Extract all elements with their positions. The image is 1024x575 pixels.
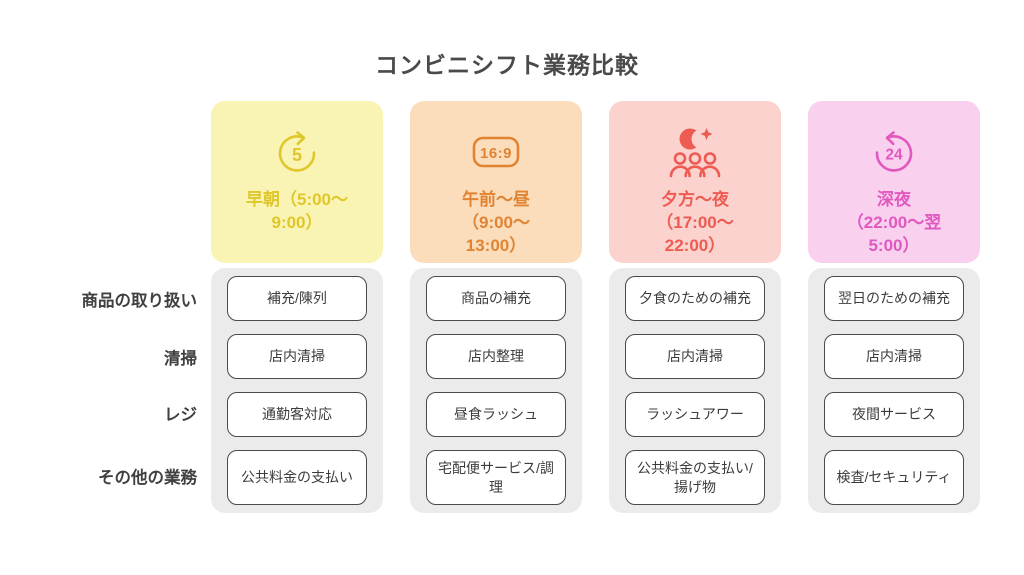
digital-clock-icon: 16:9 (468, 127, 524, 177)
row-label-other-tasks: その他の業務 (98, 469, 197, 487)
task-cell: 店内清掃 (824, 334, 964, 379)
task-cell: 補充/陳列 (227, 276, 367, 321)
column-title-line: （9:00〜 (461, 213, 531, 232)
page-title: コンビニシフト業務比較 (375, 52, 639, 78)
svg-text:24: 24 (885, 147, 903, 164)
column-body: 夕食のための補充 店内清掃 ラッシュアワー 公共料金の支払い/揚げ物 (609, 268, 781, 513)
row-label-register: レジ (164, 406, 197, 424)
column-header-morning-noon: 16:9 午前〜昼 （9:00〜 13:00） (410, 101, 582, 263)
column-header-evening-night: 夕方〜夜 （17:00〜 22:00） (609, 101, 781, 263)
task-cell: ラッシュアワー (625, 392, 765, 437)
task-cell: 公共料金の支払い (227, 450, 367, 505)
column-title-line: 13:00） (465, 236, 527, 255)
column-body: 補充/陳列 店内清掃 通勤客対応 公共料金の支払い (211, 268, 383, 513)
task-cell: 宅配便サービス/調理 (426, 450, 566, 505)
task-cell: 翌日のための補充 (824, 276, 964, 321)
task-cell: 昼食ラッシュ (426, 392, 566, 437)
svg-text:16:9: 16:9 (480, 145, 512, 162)
task-cell: 店内清掃 (227, 334, 367, 379)
24-hours-icon: 24 (870, 127, 918, 177)
column-title-line: 9:00） (271, 213, 323, 232)
row-label-cleaning: 清掃 (164, 349, 197, 368)
svg-text:5: 5 (292, 145, 302, 165)
task-cell: 店内整理 (426, 334, 566, 379)
task-cell: 店内清掃 (625, 334, 765, 379)
task-cell: 商品の補充 (426, 276, 566, 321)
column-title-line: 午前〜昼 (462, 190, 530, 209)
column-title-line: 夕方〜夜 (660, 190, 729, 209)
column-body: 翌日のための補充 店内清掃 夜間サービス 検査/セキュリティ (808, 268, 980, 513)
column-early-morning: 5 早朝（5:00〜 9:00） 補充/陳列 店内清掃 通勤客対応 公共料金の支… (211, 101, 383, 513)
rotation-clock-5-icon: 5 (273, 127, 321, 177)
column-title-line: 5:00） (868, 236, 920, 255)
task-cell: 公共料金の支払い/揚げ物 (625, 450, 765, 505)
column-title: 早朝（5:00〜 9:00） (246, 188, 348, 234)
column-header-late-night: 24 深夜 （22:00〜翌 5:00） (808, 101, 980, 263)
column-title-line: （17:00〜 (656, 213, 734, 232)
task-cell: 検査/セキュリティ (824, 450, 964, 505)
column-late-night: 24 深夜 （22:00〜翌 5:00） 翌日のための補充 店内清掃 夜間サービ… (808, 101, 980, 513)
moon-crowd-icon (667, 127, 723, 178)
column-title-line: （22:00〜翌 (846, 213, 942, 232)
row-label-product-handling: 商品の取り扱い (81, 291, 198, 310)
column-title: 深夜 （22:00〜翌 5:00） (847, 188, 941, 257)
column-title-line: 早朝（5:00〜 (245, 190, 349, 209)
column-body: 商品の補充 店内整理 昼食ラッシュ 宅配便サービス/調理 (410, 268, 582, 513)
column-title-line: 深夜 (876, 190, 911, 209)
task-cell: 夜間サービス (824, 392, 964, 437)
column-header-early-morning: 5 早朝（5:00〜 9:00） (211, 101, 383, 263)
column-title: 午前〜昼 （9:00〜 13:00） (462, 188, 530, 257)
task-cell: 通勤客対応 (227, 392, 367, 437)
column-evening-night: 夕方〜夜 （17:00〜 22:00） 夕食のための補充 店内清掃 ラッシュアワ… (609, 101, 781, 513)
column-title-line: 22:00） (664, 236, 726, 255)
column-morning-noon: 16:9 午前〜昼 （9:00〜 13:00） 商品の補充 店内整理 昼食ラッシ… (410, 101, 582, 513)
task-cell: 夕食のための補充 (625, 276, 765, 321)
column-title: 夕方〜夜 （17:00〜 22:00） (656, 188, 733, 257)
